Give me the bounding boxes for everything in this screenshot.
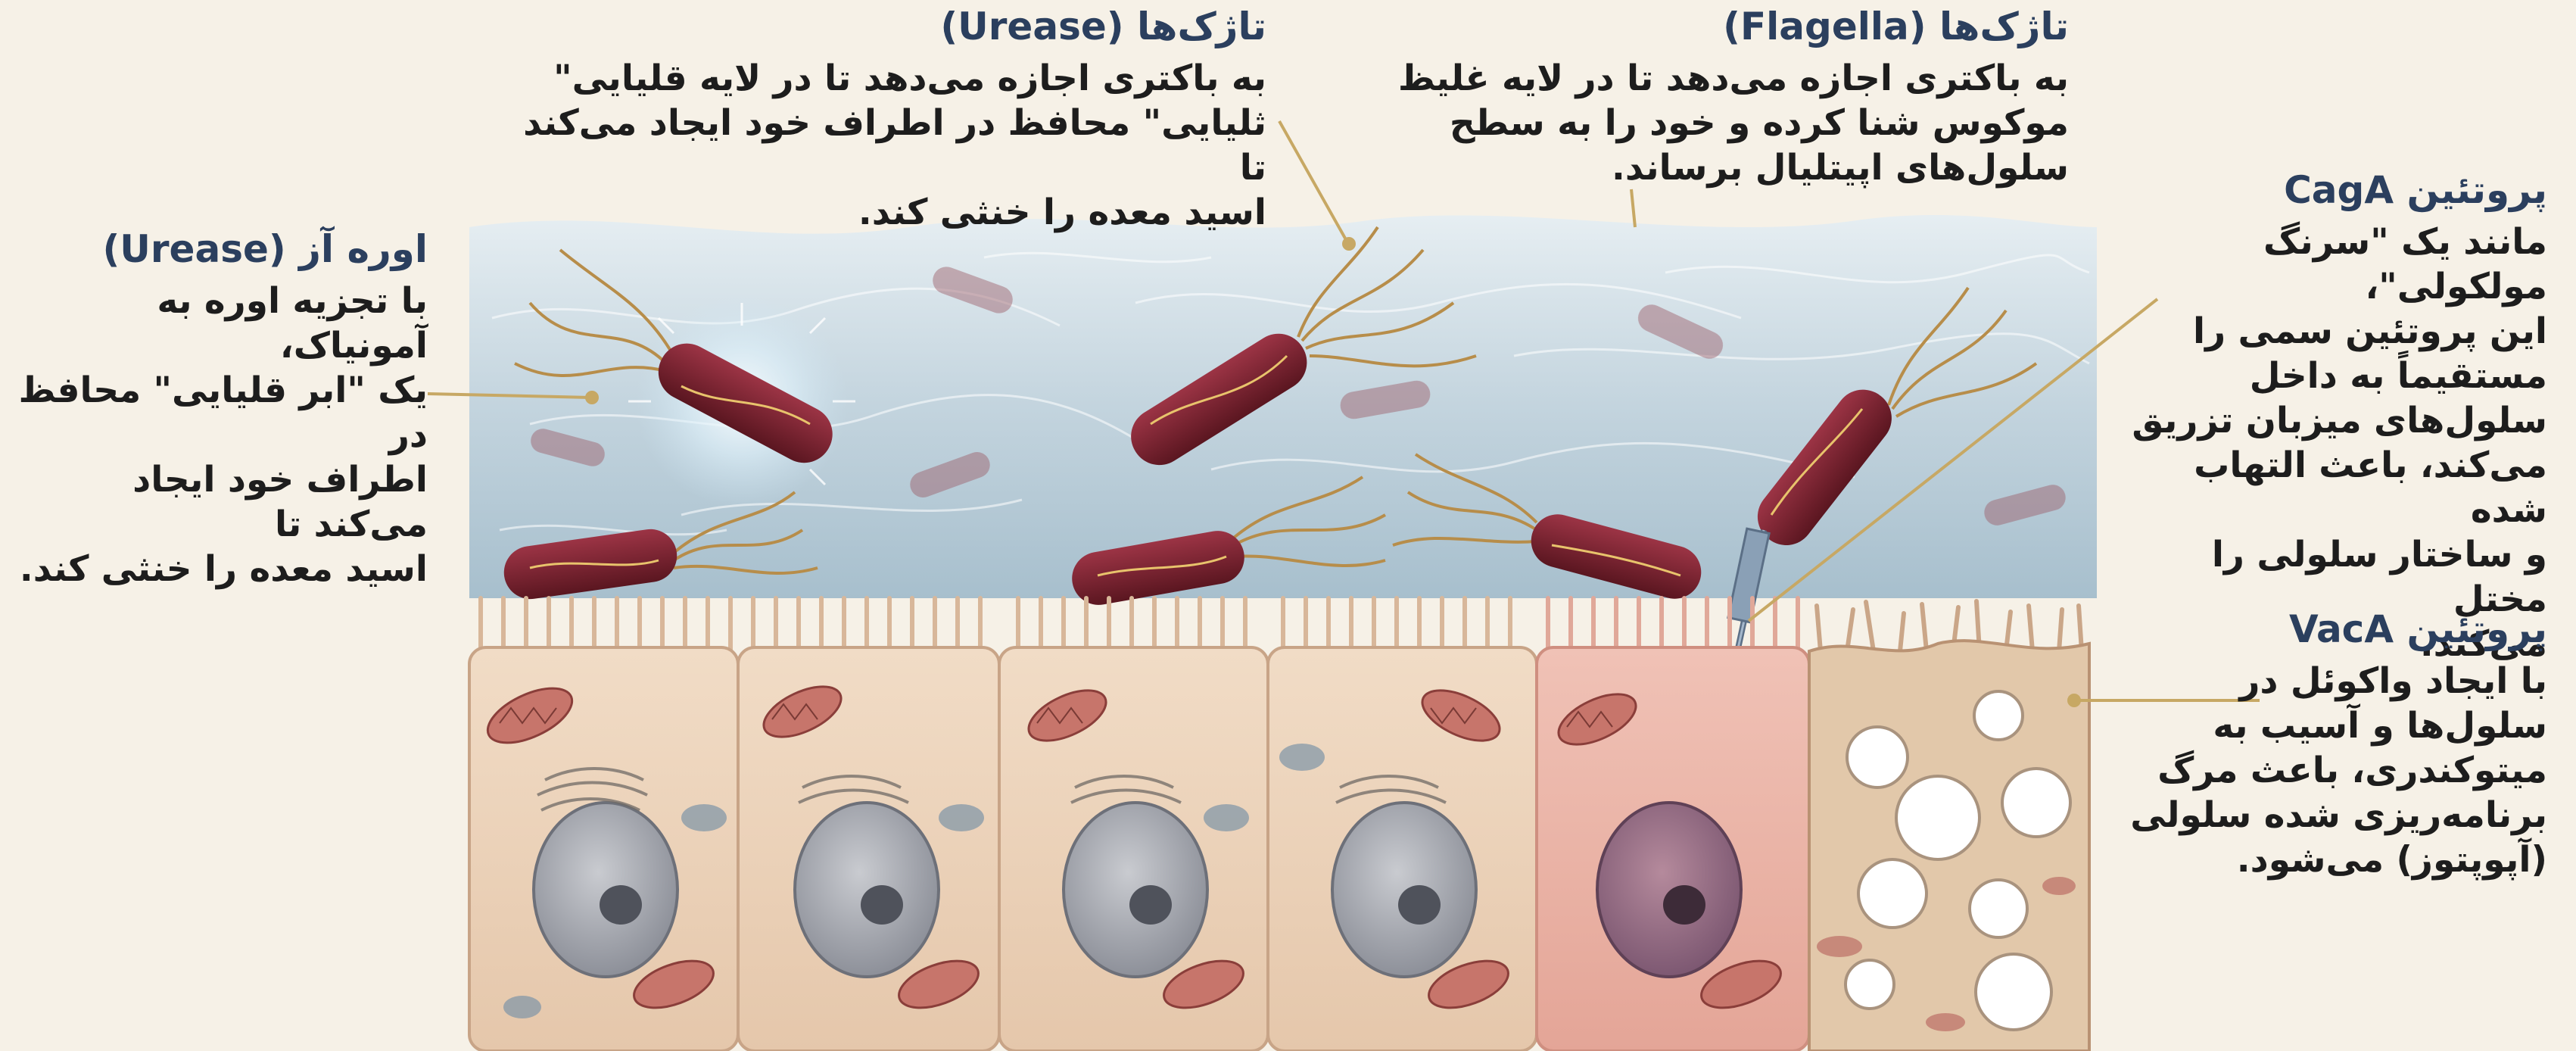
microvilli: [481, 598, 1510, 651]
callout-flagella-line-3: سلول‌های اپیتلیال برساند.: [1388, 145, 2069, 190]
callout-urease-top-line-3: اسید معده را خنثی کند.: [509, 190, 1266, 235]
callout-vaca-line-4: برنامه‌ریزی شده سلولی: [2123, 793, 2547, 837]
callout-urease-top-title: تاژک‌ها (Urease): [509, 3, 1266, 50]
callout-urease-left-line-1: با تجزیه اوره به آمونیاک،: [15, 279, 428, 368]
callout-vaca: پروتئین VacA با ایجاد واکوئل در سلول‌ها …: [2123, 606, 2547, 882]
callout-vaca-line-5: (آپوپتوز) می‌شود.: [2123, 837, 2547, 882]
callout-urease-top: تاژک‌ها (Urease) به باکتری اجازه می‌دهد …: [509, 3, 1266, 235]
callout-caga-line-2: این پروتئین سمی را: [2123, 309, 2547, 354]
callout-urease-top-line-2: ثلیایی" محافظ در اطراف خود ایجاد می‌کند …: [509, 101, 1266, 190]
callout-caga-line-1: مانند یک "سرنگ مولکولی"،: [2123, 220, 2547, 309]
callout-caga: پروتئین CagA مانند یک "سرنگ مولکولی"، ای…: [2123, 167, 2547, 666]
callout-flagella-title: تاژک‌ها (Flagella): [1388, 3, 2069, 50]
callout-caga-line-3: مستقیماً به داخل: [2123, 354, 2547, 398]
callout-urease-left: اوره آز (Urease) با تجزیه اوره به آمونیا…: [15, 226, 428, 591]
callout-urease-left-line-4: اسید معده را خنثی کند.: [15, 547, 428, 591]
callout-vaca-title: پروتئین VacA: [2123, 606, 2547, 653]
callout-caga-line-4: سلول‌های میزبان تزریق: [2123, 398, 2547, 443]
callout-urease-left-line-2: یک "ابر قلیایی" محافظ در: [15, 368, 428, 457]
callout-vaca-line-1: با ایجاد واکوئل در: [2123, 659, 2547, 703]
callout-caga-title: پروتئین CagA: [2123, 167, 2547, 214]
callout-urease-top-line-1: به باکتری اجازه می‌دهد تا در لایه قلیایی…: [509, 56, 1266, 101]
callout-caga-line-5: می‌کند، باعث التهاب شده: [2123, 443, 2547, 532]
callout-flagella-line-2: موکوس شنا کرده و خود را به سطح: [1388, 101, 2069, 145]
callout-urease-left-title: اوره آز (Urease): [15, 226, 428, 273]
callout-vaca-line-3: میتوکندری، باعث مرگ: [2123, 748, 2547, 793]
epithelial-layer: [469, 598, 2089, 1051]
callout-vaca-line-2: سلول‌ها و آسیب به: [2123, 703, 2547, 748]
callout-flagella: تاژک‌ها (Flagella) به باکتری اجازه می‌ده…: [1388, 3, 2069, 190]
callout-flagella-line-1: به باکتری اجازه می‌دهد تا در لایه غلیظ: [1388, 56, 2069, 101]
callout-urease-left-line-3: اطراف خود ایجاد می‌کند تا: [15, 457, 428, 547]
